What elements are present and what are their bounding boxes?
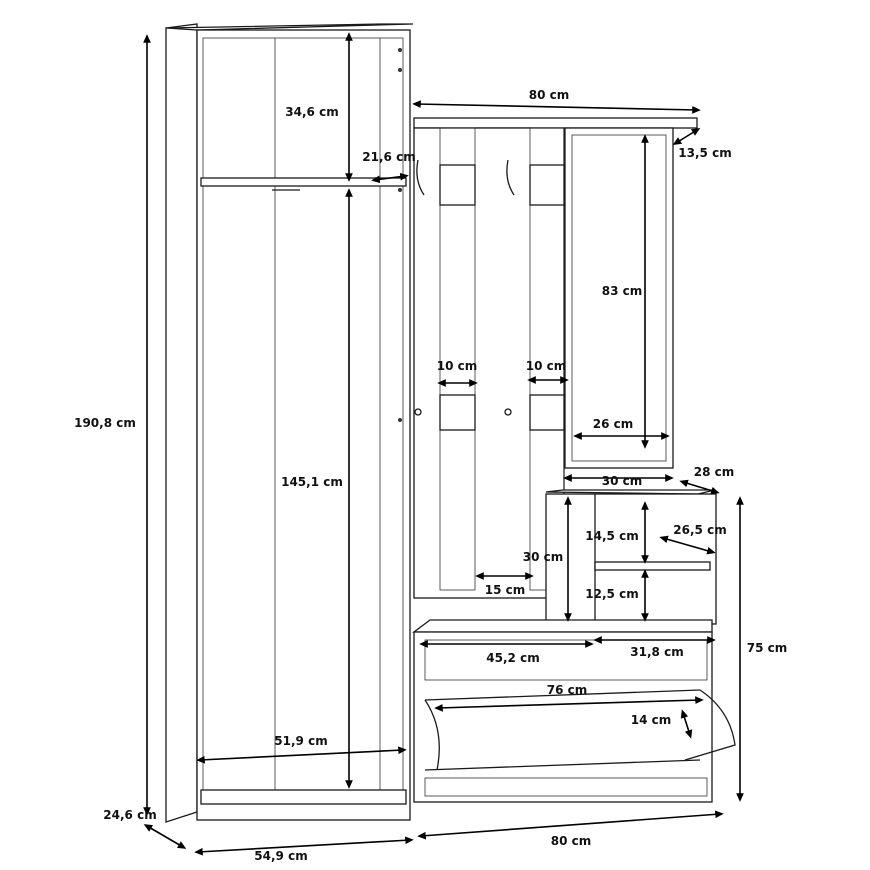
- label-bench-right-width: 31,8 cm: [630, 645, 683, 659]
- label-total-height: 190,8 cm: [74, 416, 136, 430]
- label-wardrobe-depth: 24,6 cm: [103, 808, 156, 822]
- shoe-cabinet: [412, 619, 736, 803]
- label-wardrobe-width: 54,9 cm: [254, 849, 307, 863]
- label-wardrobe-inner-width: 51,9 cm: [274, 734, 327, 748]
- label-top-shelf-width: 80 cm: [529, 88, 570, 102]
- label-hook-panel-width-left: 10 cm: [437, 359, 478, 373]
- label-hook-panel-width-right: 10 cm: [526, 359, 567, 373]
- dimension-lines: [143, 32, 744, 856]
- label-shoe-cabinet-inner-width: 76 cm: [547, 683, 588, 697]
- label-mirror-inner-width: 26 cm: [593, 417, 634, 431]
- mirror: [564, 127, 674, 469]
- hook-panel: [413, 117, 698, 599]
- label-lower-unit-height: 75 cm: [747, 641, 788, 655]
- label-shelf-unit-depth: 28 cm: [694, 465, 735, 479]
- hook-icon: [416, 159, 425, 196]
- label-shelf-inner-depth: 26,5 cm: [673, 523, 726, 537]
- label-shelf-lower-height: 12,5 cm: [585, 587, 638, 601]
- label-upper-compartment-height: 34,6 cm: [285, 105, 338, 119]
- label-shelf-unit-width: 30 cm: [602, 474, 643, 488]
- label-shoe-flap-depth: 14 cm: [631, 713, 672, 727]
- label-shelf-depth: 21,6 cm: [362, 150, 415, 164]
- top-shelf: [413, 117, 698, 129]
- label-shelf-upper-height: 14,5 cm: [585, 529, 638, 543]
- label-top-shelf-depth: 13,5 cm: [678, 146, 731, 160]
- shelf-unit: [545, 489, 717, 625]
- label-wardrobe-lower-height: 145,1 cm: [281, 475, 343, 489]
- wardrobe: [165, 23, 414, 823]
- label-back-panel-gap-width: 15 cm: [485, 583, 526, 597]
- label-mirror-height: 83 cm: [602, 284, 643, 298]
- label-lower-unit-width: 80 cm: [551, 834, 592, 848]
- label-bench-left-width: 45,2 cm: [486, 651, 539, 665]
- hook-icon: [506, 159, 515, 196]
- label-back-panel-gap-height: 30 cm: [523, 550, 564, 564]
